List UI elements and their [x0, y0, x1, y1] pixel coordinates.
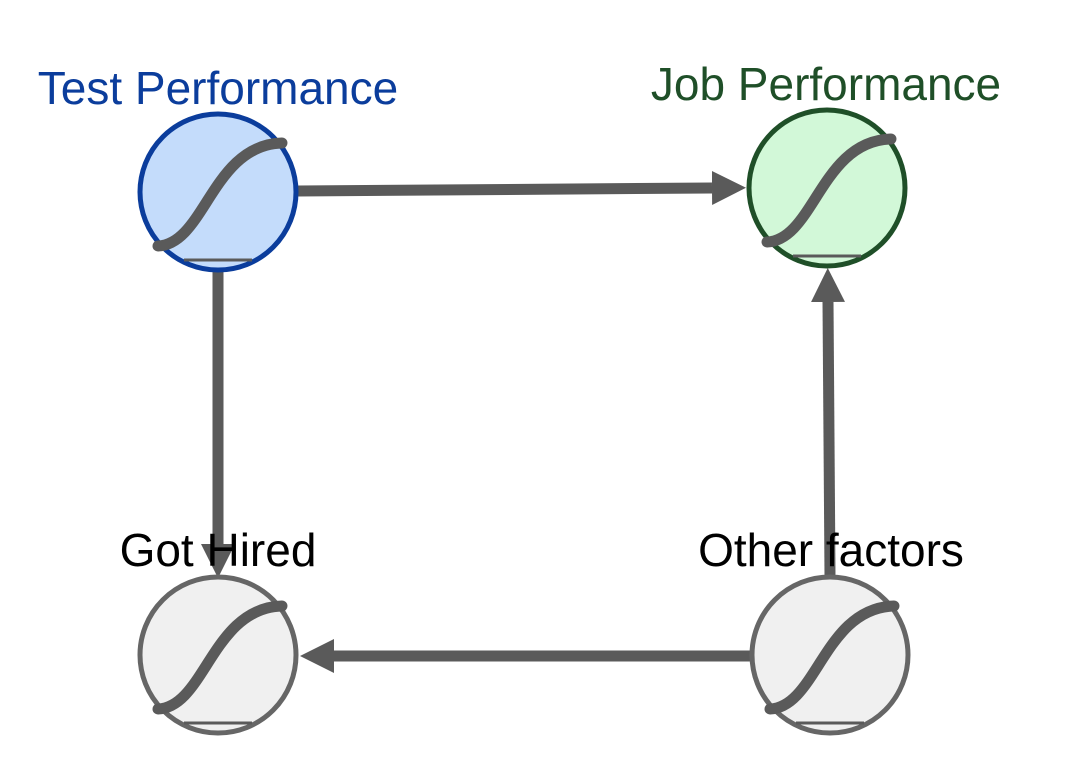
node-got-hired	[137, 574, 299, 736]
sigmoid-icon	[152, 600, 288, 715]
label-other-factors: Other factors	[698, 524, 964, 576]
edge-test-to-job	[297, 171, 746, 205]
label-job-performance: Job Performance	[651, 58, 1001, 110]
node-test-performance	[137, 111, 299, 273]
label-got-hired: Got Hired	[120, 524, 317, 576]
edge-other-to-job	[811, 268, 845, 577]
node-job-performance	[746, 107, 908, 269]
sigmoid-icon	[761, 133, 897, 248]
sigmoid-icon	[764, 600, 900, 715]
label-test-performance: Test Performance	[38, 62, 398, 114]
node-other-factors	[749, 574, 911, 736]
sigmoid-icon	[152, 137, 288, 252]
